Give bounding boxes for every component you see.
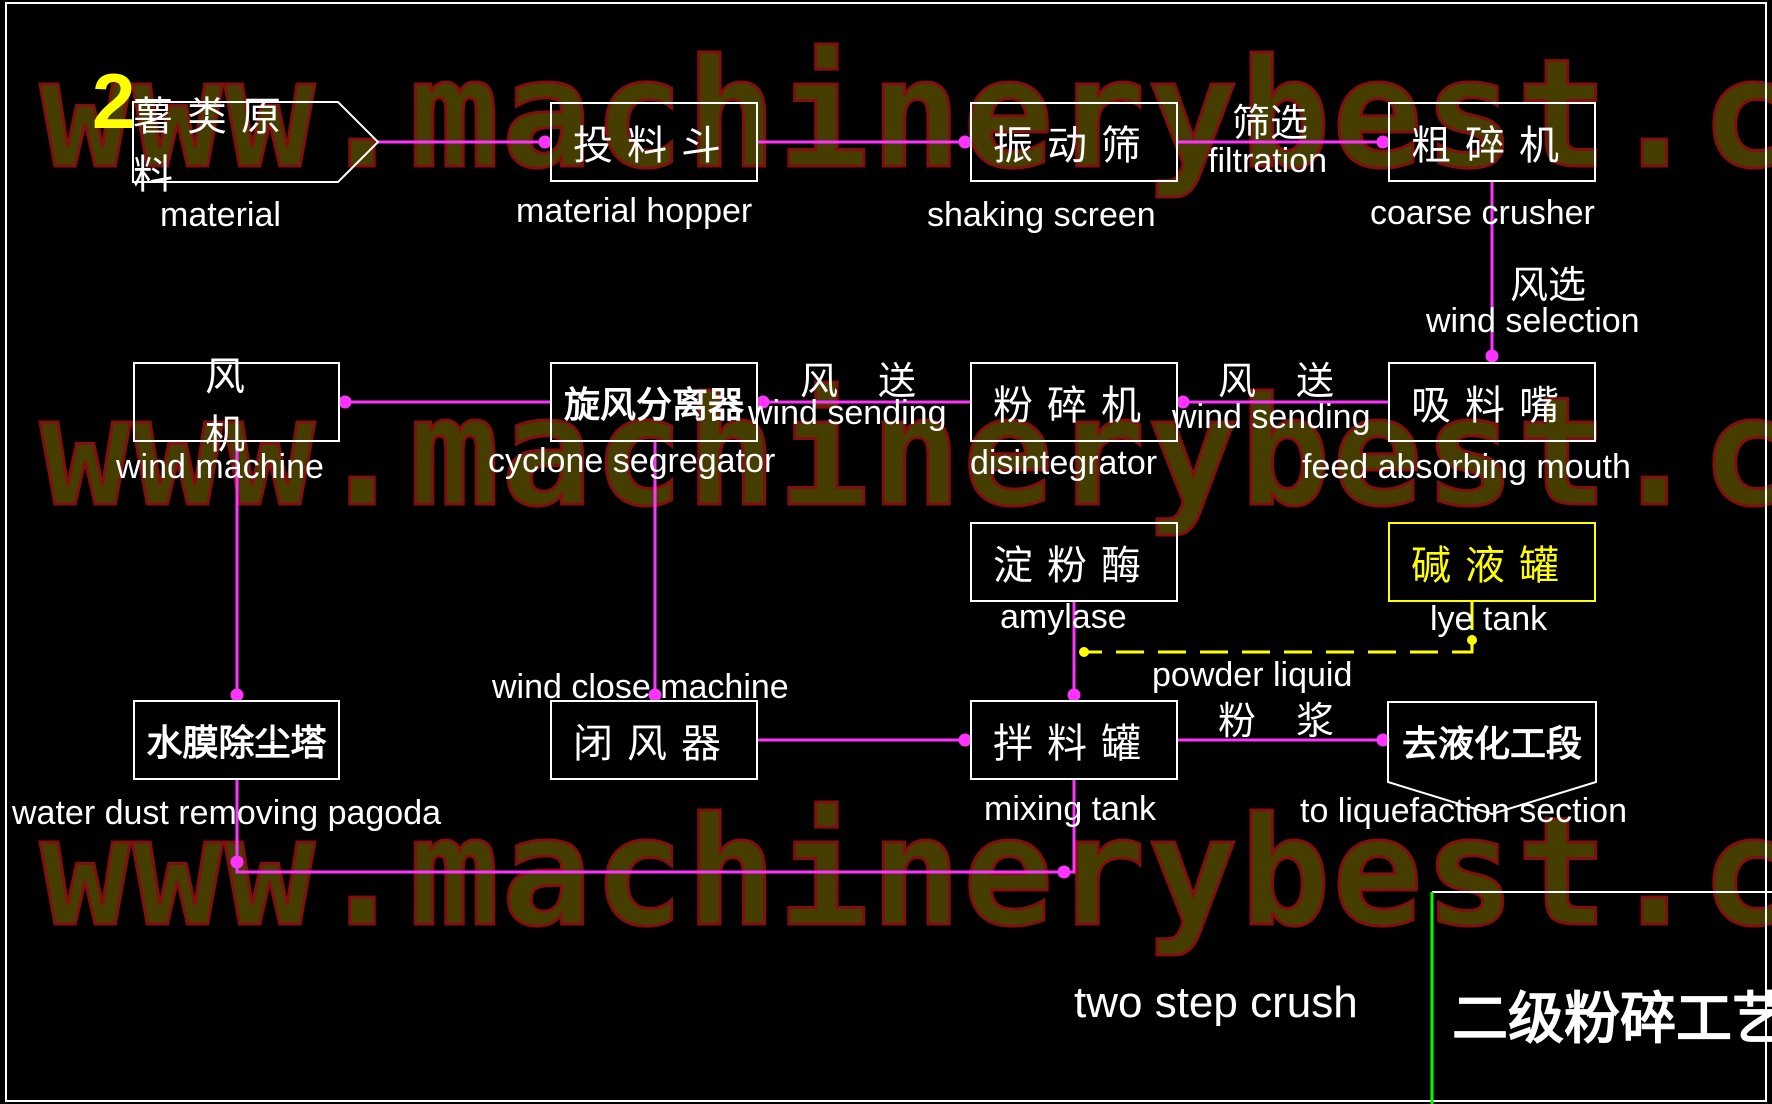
arrow-dot [538, 135, 552, 149]
edge-label-windsel: wind selection [1426, 302, 1640, 340]
edge-label-filtration: filtration [1208, 142, 1328, 180]
label-windmachine: wind machine [116, 448, 324, 486]
node-material: 薯类原料 [133, 94, 295, 198]
label-coarse: coarse crusher [1370, 194, 1595, 232]
label-screen: shaking screen [927, 196, 1156, 234]
node-pagoda: 水膜除尘塔 [133, 700, 340, 780]
arrow-dot [1376, 733, 1390, 747]
arrow-dot [1376, 135, 1390, 149]
arrow-dot [1485, 349, 1499, 363]
watermark-top: www.machinerybest.com [38, 28, 1772, 202]
node-cyclone: 旋风分离器 [550, 362, 758, 442]
edge-label-powderliquid-cn: 粉浆 [1218, 699, 1375, 743]
arrow-dot [1067, 688, 1081, 702]
arrow-dot [1467, 635, 1477, 645]
step-number: 2 [92, 57, 136, 145]
edge-label-filtration-cn: 筛选 [1232, 101, 1309, 145]
edge-label-windsend2-cn: 风送 [1218, 359, 1375, 403]
arrow-dot [338, 395, 352, 409]
label-windclose: wind close machine [492, 668, 789, 706]
title-cn: 二级粉碎工艺 [1452, 987, 1772, 1052]
node-lye: 碱液罐 [1388, 522, 1596, 602]
edge-label-windsend1-cn: 风送 [800, 359, 957, 403]
edge-label-windsend2: wind sending [1172, 398, 1371, 436]
label-lye: lye tank [1430, 600, 1548, 638]
label-amylase: amylase [1000, 598, 1127, 636]
node-hopper: 投料斗 [550, 102, 758, 182]
node-feedmouth: 吸料嘴 [1388, 362, 1596, 442]
label-disintegrator: disintegrator [970, 444, 1158, 482]
label-mixing: mixing tank [984, 790, 1156, 828]
label-pagoda: water dust removing pagoda [12, 794, 442, 832]
node-disintegrator: 粉碎机 [970, 362, 1178, 442]
arrow-dot [1176, 395, 1190, 409]
label-hopper: material hopper [516, 192, 753, 230]
node-coarse: 粗碎机 [1388, 102, 1596, 182]
edge-lye-mixing [1084, 602, 1474, 654]
edge-label-powderliquid: powder liquid [1152, 656, 1353, 694]
arrow-dot [958, 733, 972, 747]
label-liquefaction: to liquefaction section [1300, 792, 1627, 830]
arrow-dot [230, 855, 244, 869]
node-windmachine: 风机 [133, 354, 340, 458]
node-windclose: 闭风器 [550, 700, 758, 780]
node-liquefaction: 去液化工段 [1401, 724, 1582, 765]
edge-pagoda-mixing [235, 780, 1076, 874]
label-cyclone: cyclone segregator [488, 442, 776, 480]
material-shape [132, 101, 380, 183]
arrow-dot [1057, 865, 1071, 879]
arrow-dot [1079, 647, 1089, 657]
label-material: material [160, 196, 281, 234]
node-mixing: 拌料罐 [970, 700, 1178, 780]
outer-frame [5, 2, 1767, 1102]
edge-label-windsend1: wind sending [748, 394, 947, 432]
arrow-dot [958, 135, 972, 149]
liquefaction-shape [1387, 701, 1597, 816]
node-amylase: 淀粉酶 [970, 522, 1178, 602]
label-feedmouth: feed absorbing mouth [1302, 448, 1631, 486]
edge-label-windsel-cn: 风选 [1510, 263, 1587, 307]
arrow-dot [230, 688, 244, 702]
arrow-dot [756, 395, 770, 409]
node-screen: 振动筛 [970, 102, 1178, 182]
title-en: two step crush [1074, 978, 1358, 1027]
